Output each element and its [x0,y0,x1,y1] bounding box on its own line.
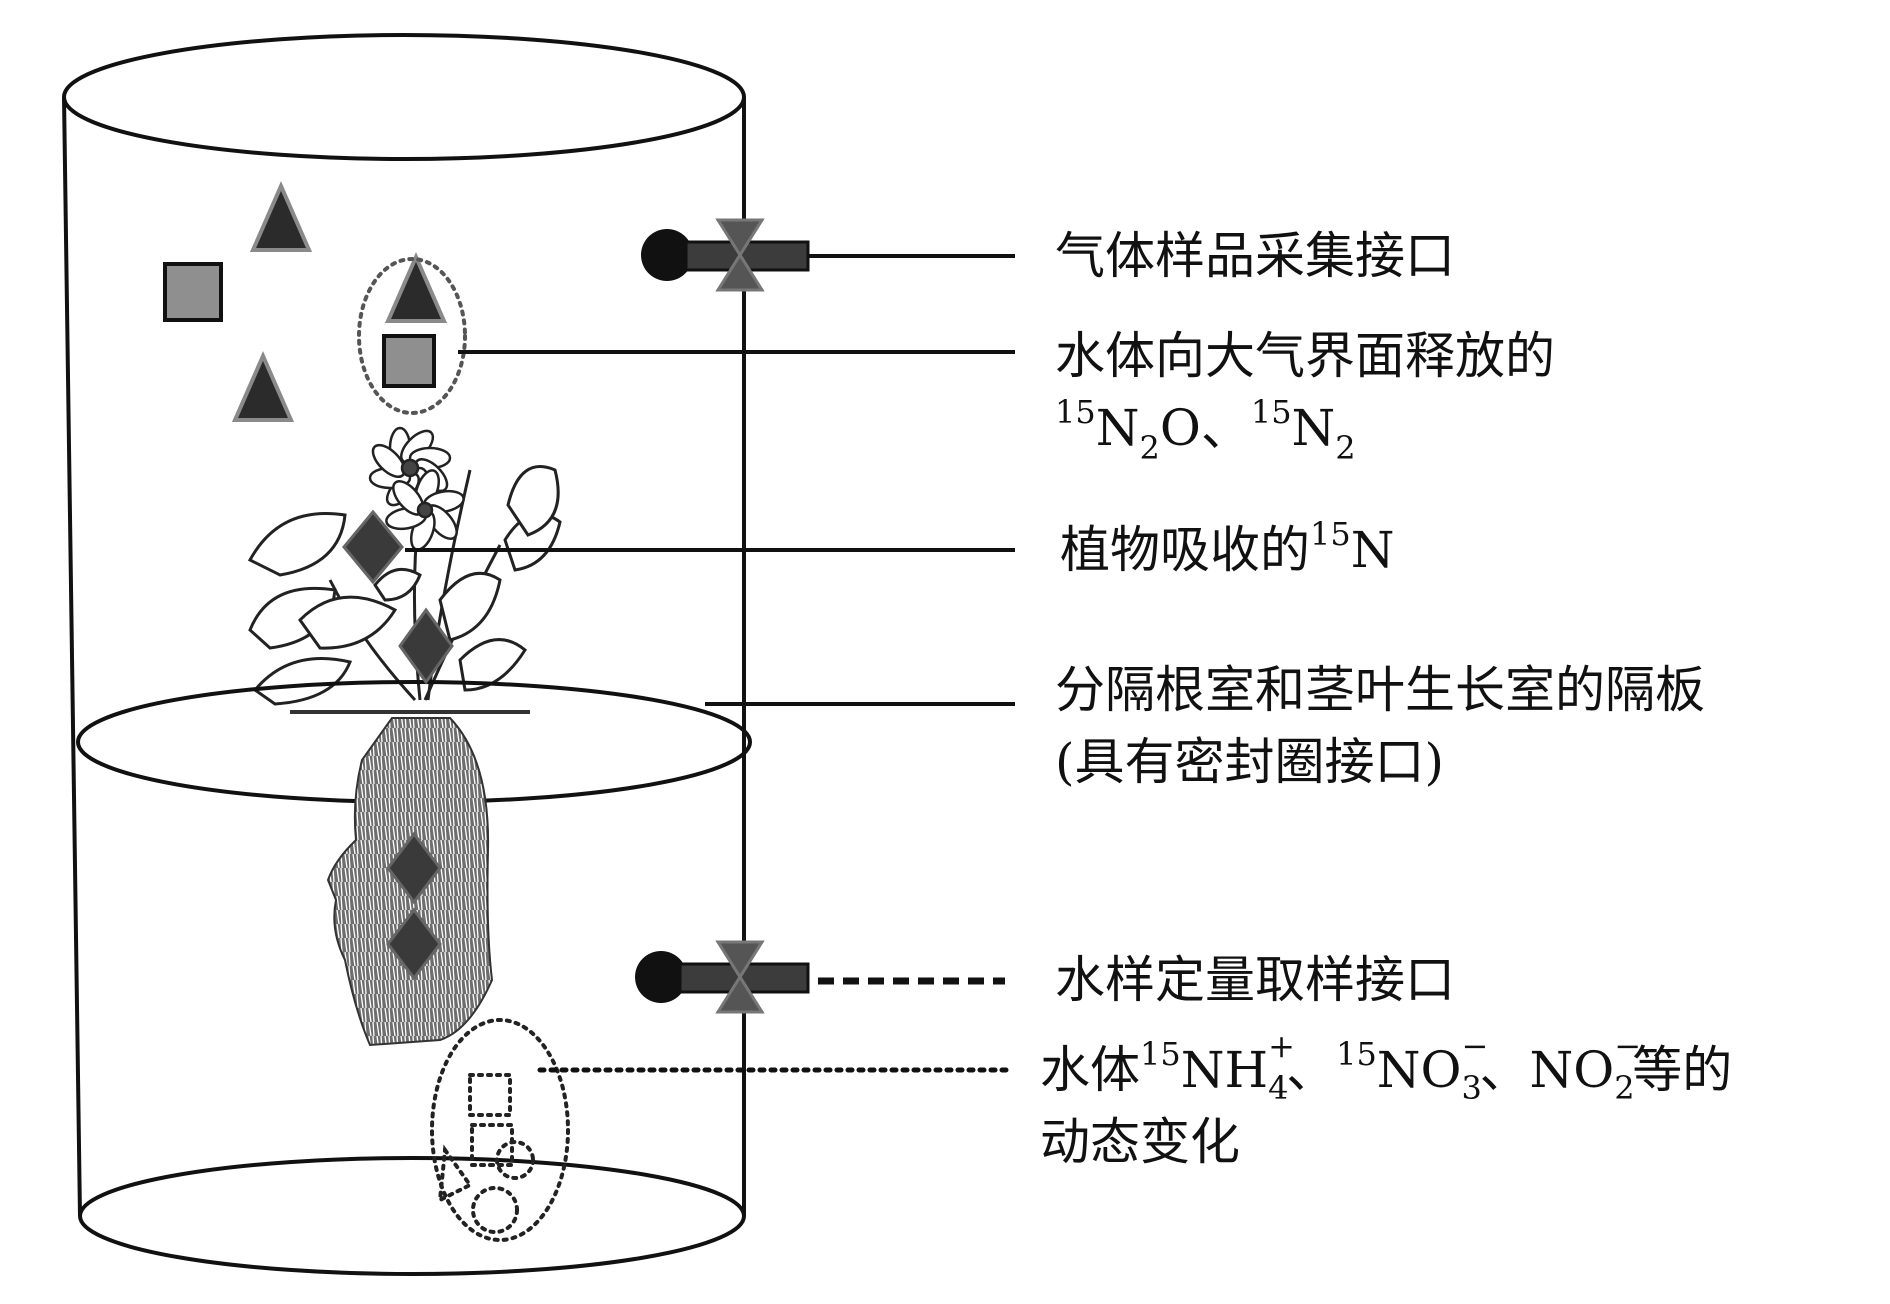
label-dynamics-line2: 动态变化 [1040,1113,1240,1171]
dissolved-circle-2 [471,1186,519,1234]
leaf-upper-left [247,512,347,577]
label-partition-line2: (具有密封圈接口) [1055,733,1445,791]
label-release-formula: 15N2O、15N2 [1055,393,1356,467]
n2-square-1 [163,262,223,322]
diamond-3 [386,831,442,905]
diamond-4 [386,907,442,981]
leaf-small [373,567,422,602]
label-water-port: 水样定量取样接口 [1055,944,1455,1016]
label-partition-line1: 分隔根室和茎叶生长室的隔板 [1055,661,1705,719]
no2-sub-sup: −2 [1614,1027,1642,1107]
cylinder-top-rim [62,33,746,161]
gas-port-knob [641,229,693,281]
cylinder [62,33,746,1276]
dissolved-square-1 [468,1073,512,1117]
cylinder-bottom-rim [78,1156,746,1276]
leaf-bud [506,465,560,537]
water-port-knob [635,951,687,1003]
leaf-right-1 [438,571,502,642]
gas-molecules [163,181,467,422]
label-water-port-text: 水样定量取样接口 [1055,951,1455,1009]
cylinder-left-wall [62,96,82,1217]
label-gas-port: 气体样品采集接口 [1055,220,1455,292]
dissolved-circle-1 [495,1140,535,1180]
n2o-triangle-1 [249,181,313,252]
flower-second [385,469,465,551]
dissolved-ring [430,1018,570,1242]
dissolved-tri [437,1144,473,1204]
gas-port-valve-top [715,218,765,258]
flowers [368,426,465,551]
label-plant-text: 植物吸收的 [1060,521,1310,579]
gas-port-valve [641,218,810,292]
leaf-mid-left [248,586,337,650]
plant-n15-markers [342,509,454,981]
label-release-line1: 水体向大气界面释放的 [1055,327,1555,385]
gas-port-valve-bottom [715,252,765,292]
water-port-valve-bottom [715,974,765,1014]
nh4-sub-sup: +4 [1268,1027,1295,1107]
diamond-2 [398,607,454,685]
n2o-triangle-2 [231,351,295,422]
label-gas-port-text: 气体样品采集接口 [1055,227,1455,285]
diamond-1 [342,509,404,585]
leader-lines [405,254,1015,1073]
n2o-triangle-3 [384,252,448,323]
stem-3 [328,579,417,702]
label-plant: 植物吸收的15N [1060,515,1395,579]
water-port-valve-top [715,940,765,980]
release-highlight-ring [357,257,467,415]
label-release: 水体向大气界面释放的 15N2O、15N2 [1055,320,1555,464]
n2-square-2 [382,334,436,388]
dissolved-square-2 [470,1123,514,1167]
water-port-valve [635,940,810,1014]
leaf-lower-left [252,657,353,706]
label-partition: 分隔根室和茎叶生长室的隔板 (具有密封圈接口) [1055,654,1705,798]
leaf-right-2 [458,638,527,692]
dissolved-species [430,1018,570,1242]
leaf-left-2 [298,595,398,650]
no3-sub-sup: −3 [1461,1027,1489,1107]
